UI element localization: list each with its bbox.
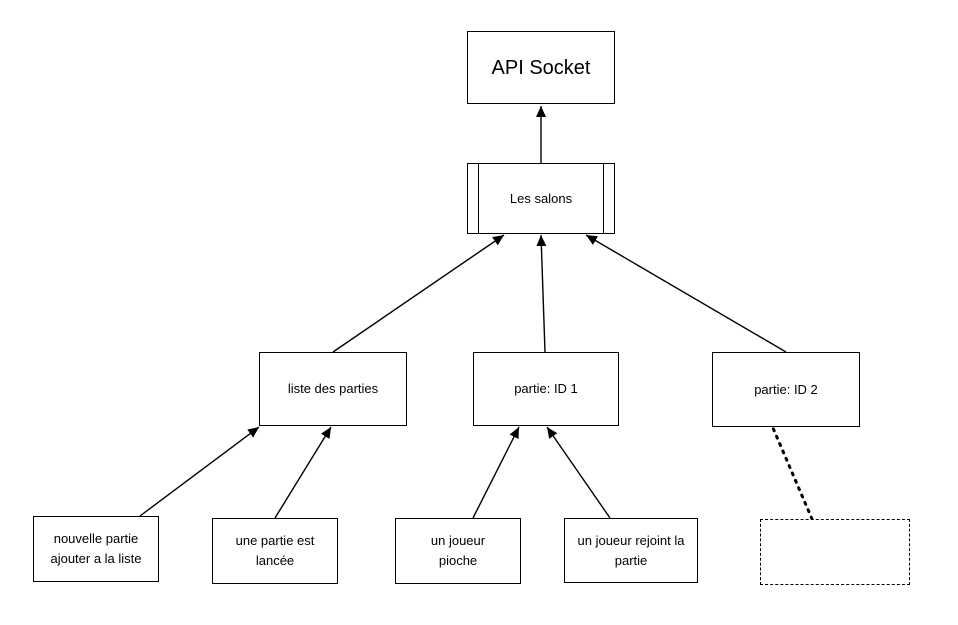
node-label: partie: ID 1 [514, 381, 578, 396]
node-une-partie-est-lancee: une partie est lancée [212, 518, 338, 584]
node-label: un joueur pioche [430, 533, 486, 568]
edge-lancee-to-liste [274, 426, 332, 519]
edge-liste-to-salons [332, 234, 505, 353]
node-partie-id-1: partie: ID 1 [473, 352, 619, 426]
edge-pioche-to-partie1 [472, 426, 520, 519]
node-label: un joueur rejoint la partie [577, 532, 685, 568]
node-les-salons: Les salons [467, 163, 615, 234]
node-liste-des-parties: liste des parties [259, 352, 407, 426]
edge-rejoint-to-partie1 [546, 426, 611, 519]
node-nouvelle-partie: nouvelle partie ajouter a la liste [33, 516, 159, 582]
node-label: nouvelle partie ajouter a la liste [50, 531, 142, 566]
edge-nouvelle-to-liste [139, 426, 260, 517]
node-un-joueur-rejoint: un joueur rejoint la partie [564, 518, 698, 583]
node-un-joueur-pioche: un joueur pioche [395, 518, 521, 584]
node-label: partie: ID 2 [754, 381, 818, 397]
node-partie-id-2: partie: ID 2 [712, 352, 860, 427]
node-placeholder-empty [760, 519, 910, 585]
node-api-socket: API Socket [467, 31, 615, 104]
edge-partie2-to-salons [585, 234, 787, 353]
node-label: liste des parties [287, 381, 379, 396]
node-label: API Socket [491, 56, 591, 79]
edge-partie1-to-salons [536, 234, 547, 353]
node-label: une partie est lancée [235, 533, 315, 568]
edge-placeholder-to-partie2 [771, 426, 814, 521]
node-label: Les salons [509, 190, 573, 206]
